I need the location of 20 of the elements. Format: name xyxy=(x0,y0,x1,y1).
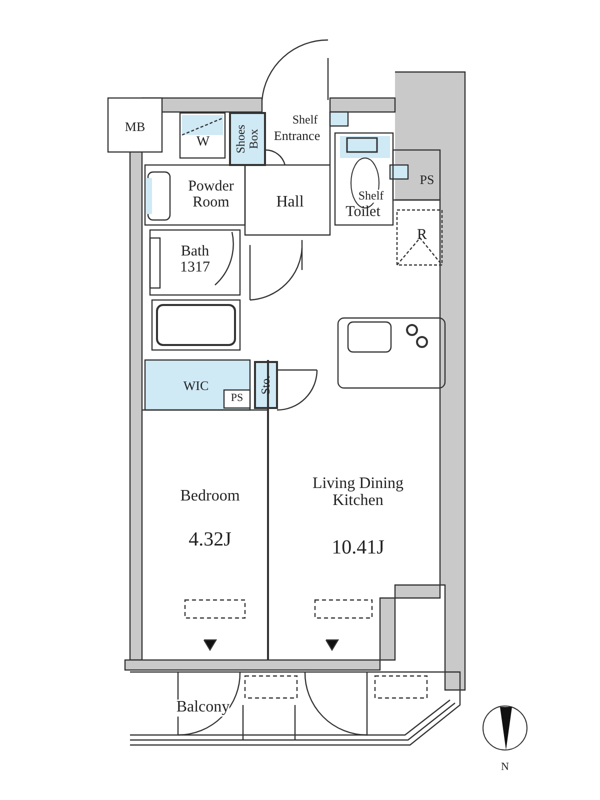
room-label: Sto. xyxy=(260,376,272,394)
room-label: Entrance xyxy=(274,129,320,143)
room-label: Shelf xyxy=(358,190,384,202)
north-label: N xyxy=(501,762,509,774)
room-label: Balcony xyxy=(176,700,230,716)
area-label: 4.32J xyxy=(188,530,232,550)
room-label: Powder Room xyxy=(187,179,235,211)
room-label: Shelf xyxy=(292,114,318,126)
room-label: W xyxy=(196,136,210,150)
room-label: PS xyxy=(420,173,434,187)
room-label: Living Dining Kitchen xyxy=(311,476,405,510)
room-label: Bath 1317 xyxy=(179,244,211,276)
room-label: Hall xyxy=(276,194,304,212)
room-label: Shoes Box xyxy=(234,124,260,156)
room-label: MB xyxy=(124,120,146,134)
room-label: Toilet xyxy=(346,205,380,221)
room-label: Bedroom xyxy=(180,488,240,506)
room-label: WIC xyxy=(183,379,209,393)
area-label: 10.41J xyxy=(332,538,384,558)
room-label: R xyxy=(417,228,427,244)
